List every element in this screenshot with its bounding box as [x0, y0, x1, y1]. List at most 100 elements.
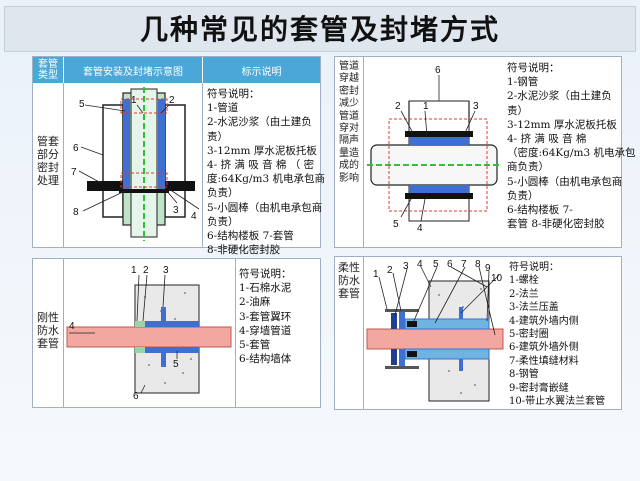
wing-ring-bottom — [161, 353, 166, 367]
header-sleeve-type: 套管类型 — [33, 57, 63, 83]
callout-1: 1 — [423, 101, 429, 112]
asbestos-cement-top — [135, 321, 145, 327]
legend-line: 10-带止水翼法兰套管 — [509, 396, 606, 408]
sleeve-top — [135, 321, 199, 327]
legend-line: 6-结构楼板 7- — [507, 204, 573, 217]
sleeve-bottom — [404, 348, 490, 360]
seal-ring-top — [407, 321, 417, 327]
callout-8: 8 — [73, 207, 79, 218]
slab-right — [165, 181, 195, 191]
sound-seal-diagram: 6 2 1 3 5 4 — [367, 65, 501, 234]
callout-3: 3 — [403, 261, 409, 272]
legend-list: 符号说明： 1-管道 2-水泥沙浆（由土建负 责） 3-12mm 厚水泥板托板 … — [207, 87, 325, 257]
callout-4: 4 — [417, 259, 423, 270]
legend-line: （密度:64Kg/m3 机电承包 — [507, 147, 636, 160]
legend-list: 符号说明： 1-钢管 2-水泥沙浆（由土建负 责） 3-12mm 厚水泥板托板 … — [507, 61, 635, 231]
legend-line: 责） — [207, 130, 228, 143]
flange-bottom — [399, 349, 405, 369]
sleeve-type-label: 管道穿越密封减少管道穿对隔声量造成的影响 — [339, 61, 359, 184]
partial-seal-diagram: 5 1 2 6 7 8 3 4 — [71, 87, 200, 241]
callout-5: 5 — [173, 359, 179, 370]
sleeve-type-label: 刚性防水套管 — [37, 311, 59, 350]
mortar-bottom — [405, 193, 473, 199]
header-diagram: 套管安装及封堵示意图 — [64, 57, 202, 83]
callout-1: 1 — [373, 269, 379, 280]
legend-line: 2-法兰 — [509, 288, 539, 300]
flange-cover-bottom — [391, 349, 397, 365]
column-divider — [202, 83, 203, 247]
legend-line: 5-套管 — [239, 339, 271, 352]
legend-line: 4- 挤 满 吸 音 棉 （ 密 — [207, 159, 315, 172]
pipe — [66, 326, 232, 348]
legend-line: 1-钢管 — [507, 76, 539, 89]
panel-flexible-sleeve: 柔性防水套管 1 2 — [334, 256, 622, 410]
callout-4: 4 — [69, 321, 75, 332]
sleeve-wall-right — [158, 99, 165, 189]
legend-line: 1-管道 — [207, 102, 239, 115]
pipe — [366, 328, 504, 350]
flange-top — [399, 309, 405, 329]
callout-10: 10 — [491, 273, 503, 284]
sleeve-type-label: 柔性防水套管 — [338, 261, 360, 300]
callout-1: 1 — [131, 265, 137, 276]
legend-line: 符号说明： — [507, 62, 560, 74]
legend-line: 4-建筑外墙内侧 — [509, 315, 579, 327]
bolt-top — [385, 309, 419, 312]
seal-top — [120, 98, 168, 114]
callout-5: 5 — [393, 219, 399, 230]
flexible-sleeve-diagram: 1 2 3 4 5 6 7 8 9 10 — [366, 259, 504, 402]
legend-line: 责） — [507, 104, 528, 117]
sleeve-type-label: 管套部分密封处理 — [37, 135, 59, 187]
callout-3: 3 — [173, 205, 179, 216]
callout-5: 5 — [79, 99, 85, 110]
wall-lower — [134, 346, 200, 394]
legend-line: 4- 挤 满 吸 音 棉 — [507, 133, 587, 146]
callout-5: 5 — [433, 259, 439, 270]
header-legend: 标示说明 — [203, 57, 320, 83]
flange-cover-top — [391, 313, 397, 329]
legend-line: 套管 8-非硬化密封胶 — [507, 218, 605, 231]
legend-line: 度:64Kg/m3 机电承包商 — [207, 173, 325, 186]
sleeve-top — [409, 137, 469, 145]
legend-line: 2-水泥沙浆（由土建负 — [207, 116, 312, 129]
bolt-bottom — [385, 366, 419, 369]
legend-line: 负责） — [507, 189, 539, 202]
legend-line: 2-水泥沙浆（由土建负 — [507, 90, 612, 103]
legend-line: 5-小圆棒（由机电承包商 — [507, 175, 623, 188]
legend-line: 1-石棉水泥 — [239, 282, 292, 295]
seal-bottom — [120, 172, 168, 188]
callout-6: 6 — [447, 259, 453, 270]
column-divider — [63, 259, 64, 407]
legend-line: 2-油麻 — [239, 296, 271, 309]
callout-2: 2 — [143, 265, 149, 276]
legend-list: 符号说明： 1-螺栓 2-法兰 3-法兰压盖 4-建筑外墙内侧 5-密封圈 6-… — [509, 261, 605, 408]
column-divider — [63, 83, 64, 247]
legend-line: 6-结构墙体 — [239, 353, 292, 366]
column-divider — [235, 259, 236, 407]
page-title: 几种常见的套管及封堵方式 — [139, 13, 500, 46]
legend-line: 6-建筑外墙外侧 — [509, 342, 579, 354]
asbestos-cement-bottom — [135, 347, 145, 353]
callout-4: 4 — [191, 211, 197, 222]
sleeve-bottom — [409, 185, 469, 193]
panel-sound-seal: 管道穿越密封减少管道穿对隔声量造成的影响 6 2 1 3 5 4 符号说明： 1… — [334, 56, 635, 248]
sleeve-top — [404, 318, 490, 330]
callout-2: 2 — [395, 101, 401, 112]
legend-list: 符号说明： 1-石棉水泥 2-油麻 3-套管翼环 4-穿墙管道 5-套管 6-结… — [239, 267, 292, 366]
sleeve-wall-left — [123, 99, 130, 189]
column-divider — [363, 257, 364, 409]
slab-left — [87, 181, 123, 191]
seal-ring-bottom — [407, 351, 417, 357]
legend-line: 6-结构楼板 7-套管 — [207, 230, 294, 243]
callout-7: 7 — [461, 259, 467, 270]
water-stop-wing-bottom — [459, 359, 463, 371]
wing-ring-top — [161, 307, 166, 321]
callout-6: 6 — [133, 391, 139, 402]
callout-2: 2 — [169, 95, 175, 106]
legend-line: 符号说明： — [239, 268, 292, 280]
legend-line: 符号说明： — [509, 262, 559, 273]
callout-6: 6 — [73, 143, 79, 154]
legend-line: 3-法兰压盖 — [509, 302, 559, 314]
callout-3: 3 — [163, 265, 169, 276]
legend-line: 符号说明： — [207, 88, 260, 100]
